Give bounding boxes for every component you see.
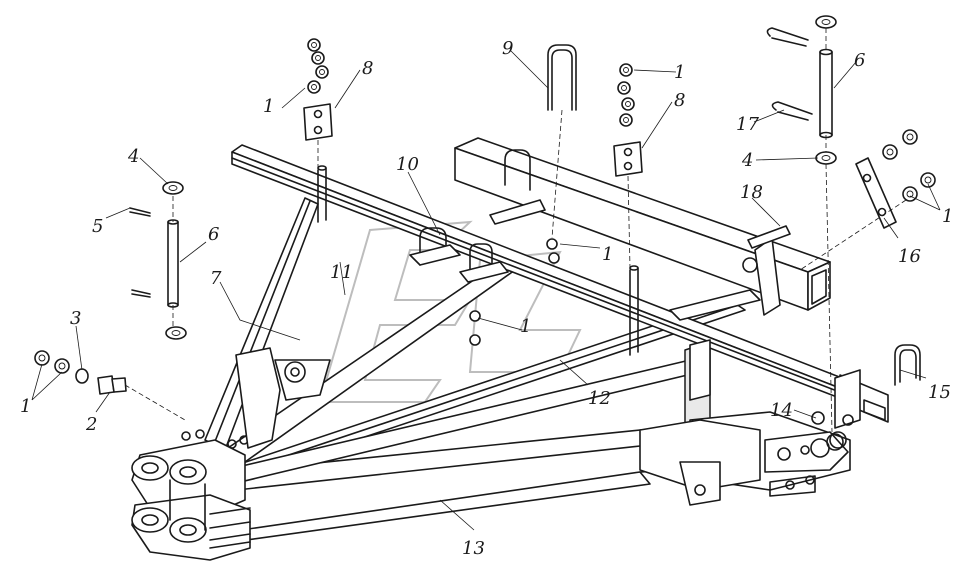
callout-8: 8 xyxy=(362,58,373,79)
nuts xyxy=(34,38,936,425)
callout-11: 11 xyxy=(330,262,353,283)
vertical-post xyxy=(669,289,761,401)
callout-labels: 1 8 9 1 8 6 17 4 4 10 18 5 6 1 16 1 11 7… xyxy=(20,38,953,559)
assembly-axes xyxy=(124,28,907,433)
washers xyxy=(75,15,837,384)
callout-14: 14 xyxy=(770,400,793,421)
callout-15: 15 xyxy=(928,382,951,403)
callout-1: 1 xyxy=(942,206,953,227)
callout-7: 7 xyxy=(210,268,222,289)
hitch-coupler xyxy=(131,347,331,561)
callout-18: 18 xyxy=(740,182,763,203)
callout-6: 6 xyxy=(854,50,865,71)
callout-1: 1 xyxy=(674,62,685,83)
callout-16: 16 xyxy=(898,246,921,267)
callout-6: 6 xyxy=(208,224,219,245)
lower-crossbar-end xyxy=(829,369,889,449)
callout-1: 1 xyxy=(263,96,274,117)
callout-5: 5 xyxy=(92,216,103,237)
bolt xyxy=(97,375,127,395)
callout-17: 17 xyxy=(736,114,759,135)
upper-crossbeam-right xyxy=(454,137,831,311)
upper-crossbeam-left xyxy=(231,144,861,403)
callout-4: 4 xyxy=(127,146,139,167)
callout-13: 13 xyxy=(462,538,485,559)
callout-12: 12 xyxy=(588,388,611,409)
callout-3: 3 xyxy=(70,308,81,329)
callout-2: 2 xyxy=(85,414,97,435)
leader-lines xyxy=(31,49,941,531)
pin xyxy=(747,225,791,249)
callout-9: 9 xyxy=(502,38,513,59)
callout-4: 4 xyxy=(741,150,753,171)
drawbar-frame xyxy=(169,197,851,546)
callout-1: 1 xyxy=(602,244,613,265)
u-bolts xyxy=(409,44,921,386)
plates xyxy=(303,103,897,316)
callout-1: 1 xyxy=(520,316,531,337)
callout-1: 1 xyxy=(20,396,31,417)
callout-10: 10 xyxy=(396,154,419,175)
callout-8: 8 xyxy=(674,90,685,111)
cotter-pins xyxy=(129,27,813,298)
